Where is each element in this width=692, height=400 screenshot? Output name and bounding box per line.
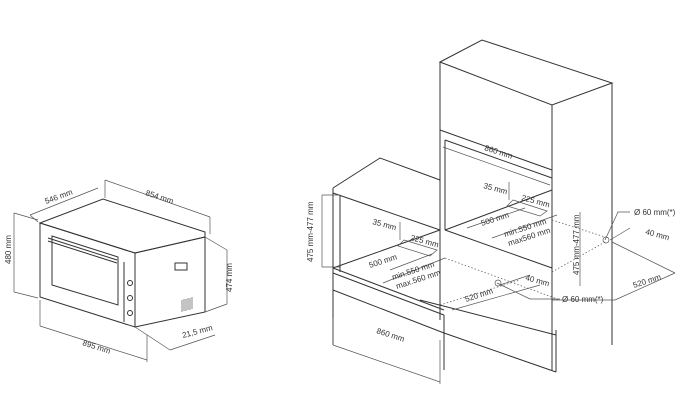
knob-icon bbox=[127, 280, 133, 286]
tall-hole-label: Ø 60 mm(*) bbox=[634, 208, 676, 217]
uc-depth-label: 500 mm bbox=[368, 252, 399, 270]
oven-width-label: 854 mm bbox=[144, 188, 175, 206]
tall-height-label: 475 mm-477 mm bbox=[572, 214, 581, 275]
oven-handle bbox=[47, 237, 118, 261]
vent-grille-icon bbox=[181, 297, 193, 312]
tall-unit-drawing: 860 mm 35 mm 225 mm 500 mm min.550 mm ma… bbox=[438, 39, 676, 370]
oven-panel-label: 21,5 mm bbox=[181, 323, 214, 340]
oven-depth-label: 546 mm bbox=[44, 187, 75, 205]
oven-drawing: 546 mm 854 mm 480 mm 474 mm 895 mm 21,5 … bbox=[4, 179, 234, 362]
uc-offset-label: 35 mm bbox=[371, 217, 397, 232]
tall-rear-gap-label: 40 mm bbox=[644, 227, 670, 242]
oven-top-face bbox=[38, 198, 206, 254]
uc-rear-depth-label: 520 mm bbox=[464, 286, 495, 304]
tall-depth-label: 500 mm bbox=[480, 210, 511, 228]
tall-offset-label: 35 mm bbox=[482, 181, 508, 196]
knob-icon bbox=[127, 310, 133, 316]
uc-hole-label: Ø 60 mm(*) bbox=[562, 295, 604, 304]
tall-rear-depth-label: 520 mm bbox=[632, 272, 663, 290]
vent-slot bbox=[397, 239, 438, 257]
oven-front-width-label: 895 mm bbox=[81, 338, 112, 356]
under-counter-drawing: 475 mm-477 mm 35 mm 225 mm 500 mm min.55… bbox=[306, 157, 604, 384]
tall-hole-marker bbox=[602, 236, 610, 244]
oven-body-height-label: 474 mm bbox=[225, 263, 234, 292]
uc-rear-gap-label: 40 mm bbox=[524, 273, 550, 288]
knob-icon bbox=[127, 295, 133, 301]
oven-window bbox=[51, 235, 119, 306]
hole-marker bbox=[494, 279, 502, 287]
oven-front-face bbox=[39, 222, 136, 328]
uc-height-label: 475 mm-477 mm bbox=[306, 201, 315, 262]
side-bracket bbox=[174, 262, 188, 271]
tall-unit-top bbox=[438, 39, 614, 106]
uc-width-label: 860 mm bbox=[375, 326, 406, 344]
tall-vent-slot bbox=[506, 199, 548, 217]
tall-width-label: 860 mm bbox=[483, 143, 514, 161]
oven-height-label: 480 mm bbox=[4, 235, 13, 264]
cabinet-front-edge bbox=[332, 188, 445, 370]
